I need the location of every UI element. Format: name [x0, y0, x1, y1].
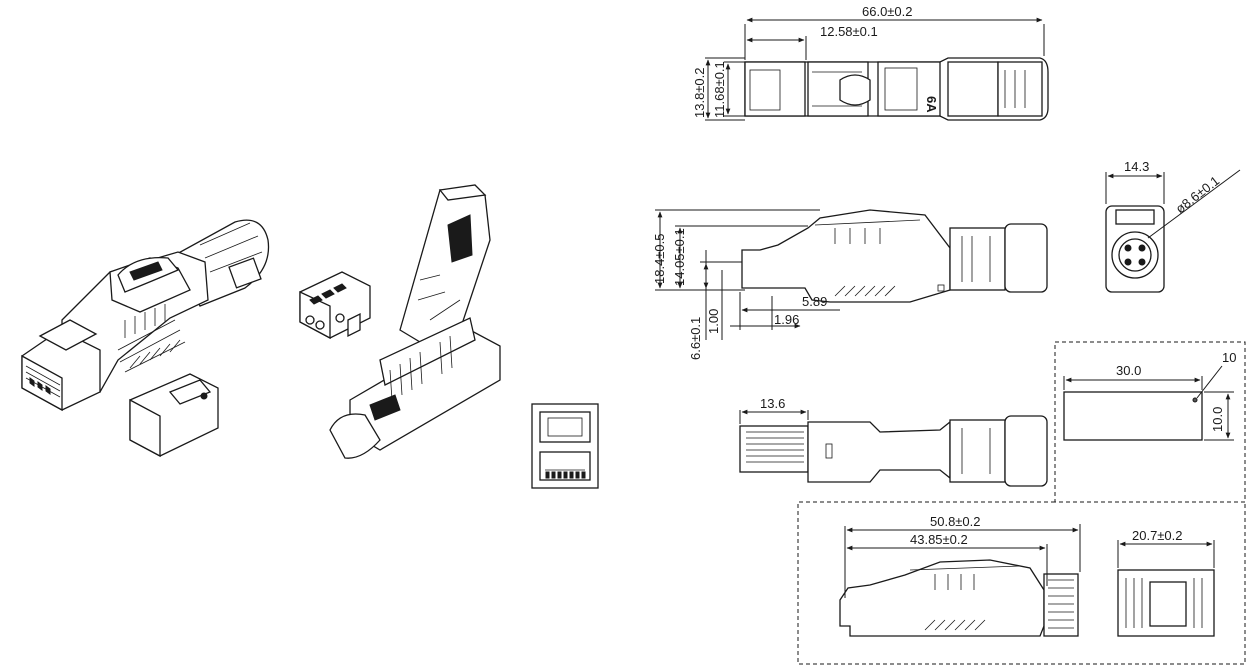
dim-side-len-a: 5.89 [802, 294, 827, 309]
bottom-view: 13.6 [739, 396, 1048, 487]
iso-wire-manager [299, 271, 371, 340]
top-label: 6A [924, 96, 939, 113]
side-view: 18.4±0.5 14.05±0.1 6.6±0.1 1.00 5.89 1.9… [652, 209, 1048, 360]
dim-end-cable-dia: ø8.6±0.1 [1173, 173, 1223, 216]
iso-open-housing [329, 184, 501, 459]
dim-bottom-plug-length: 13.6 [760, 396, 785, 411]
label-detail: 30.0 10.0 10 [797, 341, 1246, 665]
dim-label-width: 30.0 [1116, 363, 1141, 378]
dim-alt-width: 20.7±0.2 [1132, 528, 1183, 543]
dim-end-width: 14.3 [1124, 159, 1149, 174]
iso-assembled-plug [21, 219, 270, 412]
dim-top-plug-length: 12.58±0.1 [820, 24, 878, 39]
label-callout: 10 [1222, 350, 1236, 365]
iso-cap [129, 373, 219, 458]
dim-side-height-total: 18.4±0.5 [652, 233, 667, 284]
dim-alt-overall-length: 50.8±0.2 [930, 514, 981, 529]
dim-side-height-body: 14.05±0.1 [672, 228, 687, 286]
alt-variant: 50.8±0.2 43.85±0.2 20.7±0.2 [839, 514, 1215, 637]
dim-side-len-b: 1.96 [774, 312, 799, 327]
dim-top-overall-length: 66.0±0.2 [862, 4, 913, 19]
top-view: 6A 66.0±0.2 12.58±0.1 13.8±0.2 11.68±0.1 [692, 4, 1049, 121]
dim-top-height-inner: 11.68±0.1 [712, 61, 727, 118]
dim-alt-body-length: 43.85±0.2 [910, 532, 968, 547]
end-view: 14.3 ø8.6±0.1 [1105, 159, 1241, 293]
iso-front-face [531, 403, 599, 489]
dim-label-height: 10.0 [1210, 407, 1225, 432]
dim-top-height-outer: 13.8±0.2 [692, 67, 707, 118]
dim-side-offset: 1.00 [706, 309, 721, 334]
dim-side-plug-height: 6.6±0.1 [688, 317, 703, 360]
